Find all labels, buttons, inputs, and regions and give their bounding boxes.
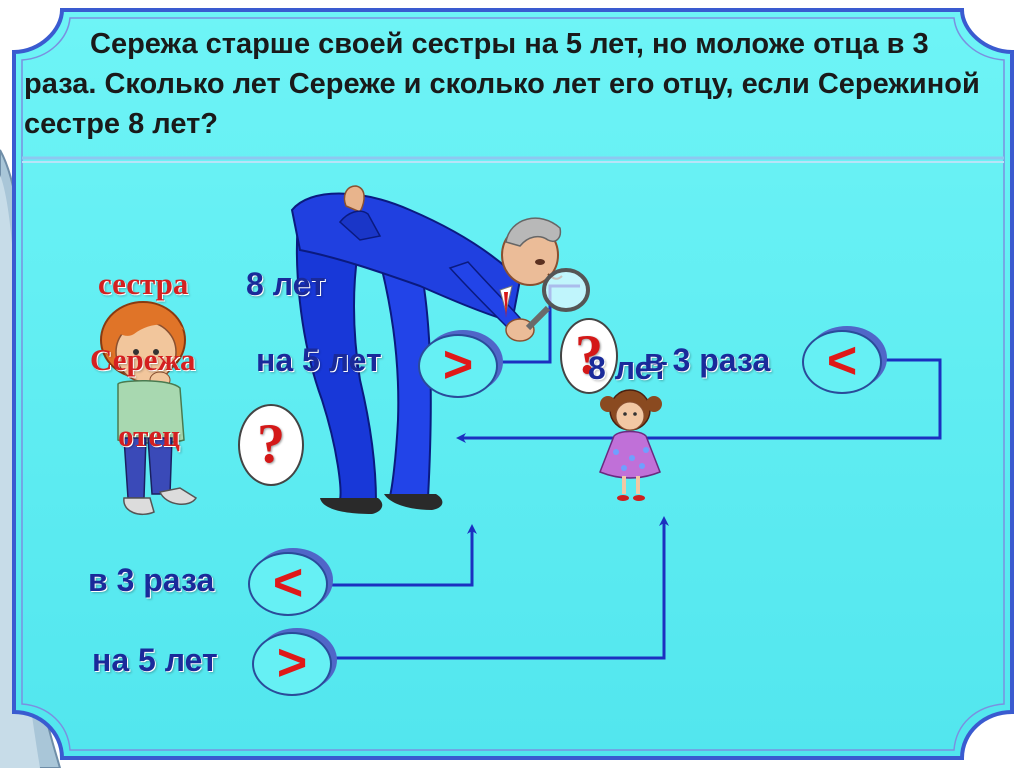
- greater-sign-button-bottom[interactable]: >: [252, 632, 332, 696]
- label-seryozha: Сережа: [90, 342, 196, 377]
- boy-thinking-illustration: [100, 301, 198, 516]
- father-question-bubble[interactable]: ?: [238, 404, 304, 486]
- girl-in-dress-illustration: [599, 389, 662, 501]
- less-sign-button-top[interactable]: <: [802, 330, 882, 394]
- legend-ratio-label: в 3 раза: [88, 562, 215, 598]
- legend-difference-label: на 5 лет: [92, 642, 218, 678]
- greater-sign-button[interactable]: >: [418, 334, 498, 398]
- problem-statement: Сережа старше своей сестры на 5 лет, но …: [24, 28, 980, 140]
- man-with-magnifier-illustration: [290, 185, 590, 514]
- arrow-bottom-difference: [334, 516, 669, 660]
- label-father: отец: [118, 418, 180, 453]
- value-center-ratio: в 3 раза: [644, 342, 771, 378]
- less-sign-button-bottom[interactable]: <: [248, 552, 328, 616]
- label-sister: сестра: [98, 266, 189, 301]
- arrow-bottom-ratio: [322, 524, 477, 587]
- value-girl-age: 8 лет: [588, 350, 668, 386]
- arrow-ratio-to-father: [456, 358, 942, 443]
- value-sister-age: 8 лет: [246, 266, 326, 302]
- value-seryozha-difference: на 5 лет: [256, 342, 382, 378]
- seryozha-question-bubble[interactable]: ?: [560, 318, 618, 394]
